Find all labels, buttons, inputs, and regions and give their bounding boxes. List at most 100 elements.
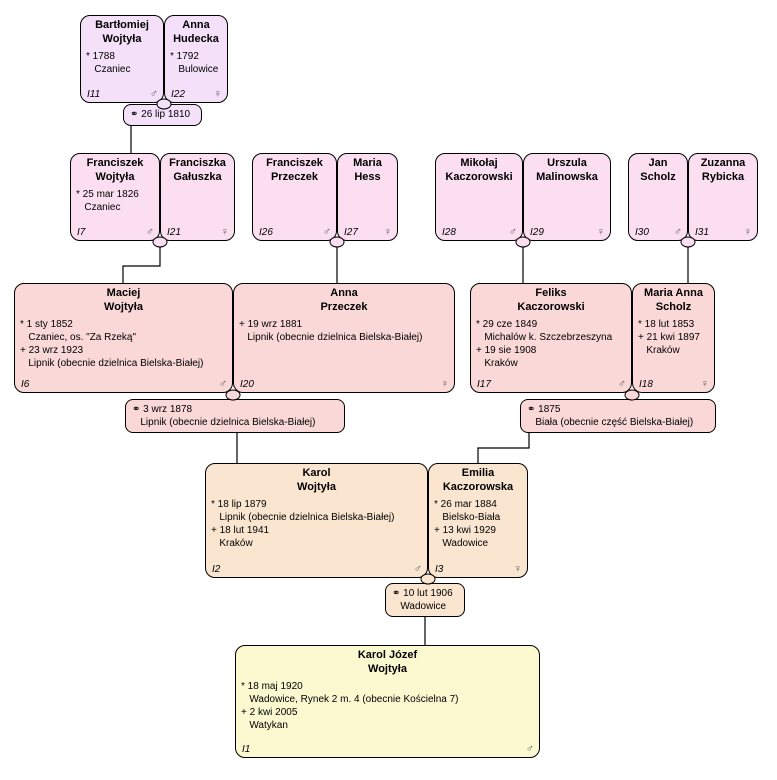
person-details: * 18 maj 1920 Wadowice, Rynek 2 m. 4 (ob… <box>241 680 459 732</box>
marriage-info: ⚭ 10 lut 1906 Wadowice <box>392 588 453 612</box>
person-name: Anna Hudecka <box>173 19 219 45</box>
person-footer: I26 ♂ <box>253 227 336 240</box>
female-gender-icon: ♀ <box>596 226 605 238</box>
person-gramps-id: I3 <box>435 564 444 575</box>
marriage-box-1878[interactable]: ⚭ 3 wrz 1878 Lipnik (obecnie dzielnica B… <box>125 399 345 433</box>
female-gender-icon: ♀ <box>700 378 709 390</box>
person-gramps-id: I26 <box>259 227 273 238</box>
person-box-i28[interactable]: Mikołaj Kaczorowski I28 ♂ <box>435 153 523 241</box>
person-box-i30[interactable]: Jan Scholz I30 ♂ <box>628 153 688 241</box>
person-name: Urszula Malinowska <box>536 157 598 183</box>
female-gender-icon: ♀ <box>440 378 449 390</box>
person-box-i1[interactable]: Karol Józef Wojtyła * 18 maj 1920 Wadowi… <box>235 645 540 758</box>
person-details: * 26 mar 1884 Bielsko-Biała + 13 kwi 192… <box>434 498 501 550</box>
person-gramps-id: I17 <box>477 379 491 390</box>
person-name: Emilia Kaczorowska <box>442 467 514 493</box>
female-gender-icon: ♀ <box>513 563 522 575</box>
male-gender-icon: ♂ <box>322 226 331 238</box>
person-gramps-id: I2 <box>212 564 221 575</box>
person-box-i18[interactable]: Maria Anna Scholz * 18 lut 1853 + 21 kwi… <box>632 283 715 393</box>
person-details <box>436 185 522 188</box>
person-details <box>524 185 610 188</box>
person-footer: I18 ♀ <box>633 379 714 392</box>
family-line <box>122 247 161 283</box>
person-box-i26[interactable]: Franciszek Przeczek I26 ♂ <box>252 153 337 241</box>
male-gender-icon: ♂ <box>413 563 422 575</box>
marriage-box-1810[interactable]: ⚭ 26 lip 1810 <box>123 104 202 126</box>
person-details: * 18 lip 1879 Lipnik (obecnie dzielnica … <box>211 498 395 550</box>
person-footer: I30 ♂ <box>629 227 687 240</box>
person-box-i27[interactable]: Maria Hess I27 ♀ <box>337 153 398 241</box>
person-footer: I11 ♂ <box>81 89 163 102</box>
person-details <box>253 185 336 188</box>
person-name: Anna Przeczek <box>320 287 368 313</box>
person-gramps-id: I7 <box>77 227 86 238</box>
marriage-box-1875[interactable]: ⚭ 1875 Biała (obecnie część Bielska-Biał… <box>520 399 716 433</box>
person-name: Franciszek Przeczek <box>266 157 323 183</box>
person-footer: I1 ♂ <box>236 744 539 757</box>
family-line <box>477 433 530 463</box>
person-footer: I6 ♂ <box>15 379 232 392</box>
person-name: Maciej Wojtyła <box>104 287 143 313</box>
person-details <box>629 185 687 188</box>
person-box-i17[interactable]: Feliks Kaczorowski * 29 cze 1849 Michaló… <box>470 283 632 393</box>
person-gramps-id: I6 <box>21 379 30 390</box>
person-name: Franciszek Wojtyła <box>86 157 144 183</box>
person-box-i2[interactable]: Karol Wojtyła * 18 lip 1879 Lipnik (obec… <box>205 463 428 578</box>
person-box-i21[interactable]: Franciszka Gałuszka I21 ♀ <box>160 153 235 241</box>
person-box-i31[interactable]: Zuzanna Rybicka I31 ♀ <box>688 153 758 241</box>
person-gramps-id: I21 <box>167 227 181 238</box>
male-gender-icon: ♂ <box>145 226 154 238</box>
female-gender-icon: ♀ <box>743 226 752 238</box>
person-gramps-id: I31 <box>695 227 709 238</box>
person-gramps-id: I29 <box>530 227 544 238</box>
person-footer: I3 ♀ <box>429 564 527 577</box>
person-box-i6[interactable]: Maciej Wojtyła * 1 sty 1852 Czaniec, os.… <box>14 283 233 393</box>
person-footer: I21 ♀ <box>161 227 234 240</box>
person-footer: I2 ♂ <box>206 564 427 577</box>
person-box-i7[interactable]: Franciszek Wojtyła * 25 mar 1826 Czaniec… <box>70 153 160 241</box>
person-footer: I31 ♀ <box>689 227 757 240</box>
person-details: * 1792 Bulowice <box>170 50 219 75</box>
person-details <box>689 185 757 188</box>
person-box-i3[interactable]: Emilia Kaczorowska * 26 mar 1884 Bielsko… <box>428 463 528 578</box>
male-gender-icon: ♂ <box>149 88 158 100</box>
person-name: Karol Józef Wojtyła <box>357 649 418 675</box>
person-name: Maria Hess <box>353 157 382 183</box>
person-name: Franciszka Gałuszka <box>169 157 226 183</box>
person-details: * 29 cze 1849 Michalów k. Szczebrzeszyna… <box>476 318 613 370</box>
person-footer: I27 ♀ <box>338 227 397 240</box>
person-details: * 1 sty 1852 Czaniec, os. "Za Rzeką" + 2… <box>20 318 204 370</box>
male-gender-icon: ♂ <box>525 743 534 755</box>
person-gramps-id: I11 <box>87 89 101 100</box>
marriage-box-1906[interactable]: ⚭ 10 lut 1906 Wadowice <box>385 583 465 617</box>
person-details <box>161 185 234 188</box>
person-name: Karol Wojtyła <box>297 467 336 493</box>
person-box-i20[interactable]: Anna Przeczek + 19 wrz 1881 Lipnik (obec… <box>233 283 455 393</box>
person-footer: I20 ♀ <box>234 379 454 392</box>
person-gramps-id: I28 <box>442 227 456 238</box>
person-box-i22[interactable]: Anna Hudecka * 1792 Bulowice I22 ♀ <box>164 15 228 103</box>
male-gender-icon: ♂ <box>508 226 517 238</box>
marriage-info: ⚭ 3 wrz 1878 Lipnik (obecnie dzielnica B… <box>132 404 316 428</box>
male-gender-icon: ♂ <box>617 378 626 390</box>
person-gramps-id: I1 <box>242 744 251 755</box>
person-details: + 19 wrz 1881 Lipnik (obecnie dzielnica … <box>239 318 423 343</box>
person-gramps-id: I27 <box>344 227 358 238</box>
person-details <box>338 185 397 188</box>
person-name: Feliks Kaczorowski <box>517 287 585 313</box>
person-footer: I22 ♀ <box>165 89 227 102</box>
female-gender-icon: ♀ <box>220 226 229 238</box>
person-footer: I28 ♂ <box>436 227 522 240</box>
person-box-i29[interactable]: Urszula Malinowska I29 ♀ <box>523 153 611 241</box>
person-details: * 1788 Czaniec <box>86 50 131 75</box>
male-gender-icon: ♂ <box>218 378 227 390</box>
person-gramps-id: I20 <box>240 379 254 390</box>
person-name: Maria Anna Scholz <box>644 287 703 313</box>
person-name: Zuzanna Rybicka <box>700 157 746 183</box>
person-gramps-id: I18 <box>639 379 653 390</box>
marriage-info: ⚭ 1875 Biała (obecnie część Bielska-Biał… <box>527 404 694 428</box>
person-name: Bartłomiej Wojtyła <box>95 19 149 45</box>
person-box-i11[interactable]: Bartłomiej Wojtyła * 1788 Czaniec I11 ♂ <box>80 15 164 103</box>
